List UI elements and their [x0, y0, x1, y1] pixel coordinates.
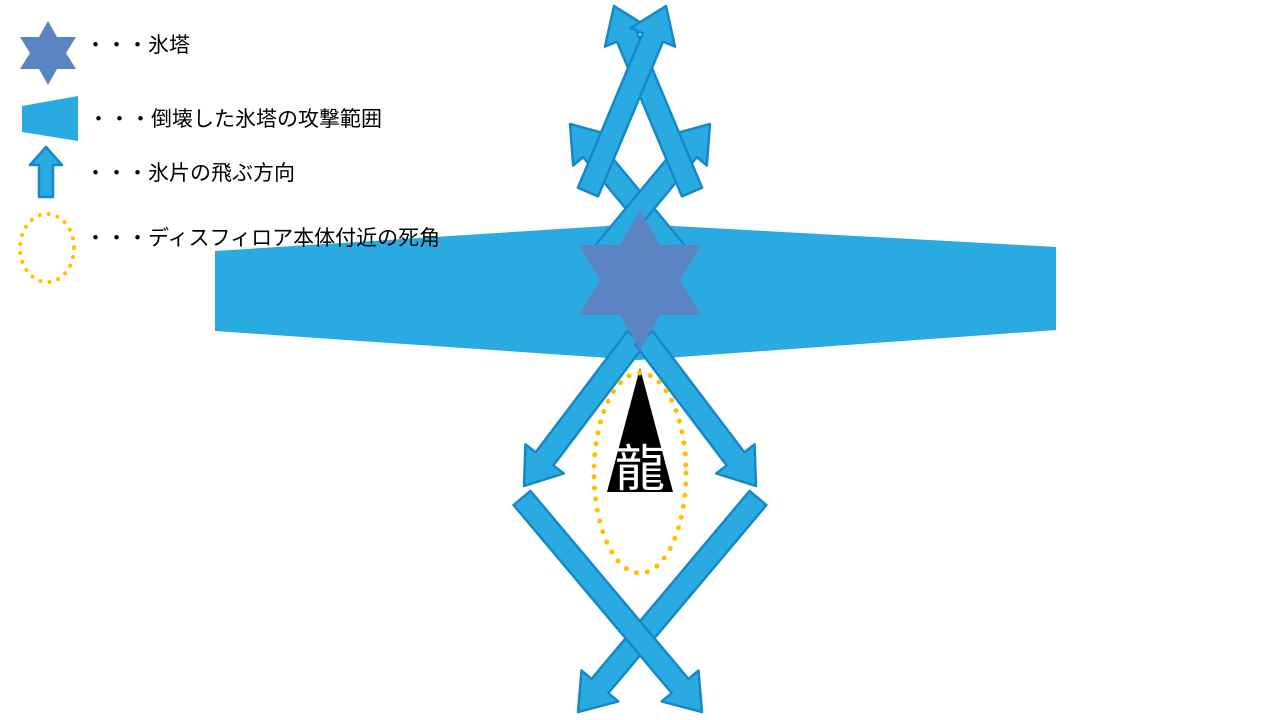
dragon-label: 龍 [615, 440, 665, 498]
shard-arrow-lower-outer-right [512, 489, 704, 714]
shard-arrow-lower-inner-right [633, 330, 758, 488]
blind-spot-icon [18, 212, 76, 284]
legend: ・・・氷塔 ・・・倒壊した氷塔の攻撃範囲 ・・・氷片の飛ぶ方向 ・・・ディスフィ… [18, 21, 440, 284]
legend-label-attack-range: ・・・倒壊した氷塔の攻撃範囲 [88, 107, 382, 131]
dragon-marker [607, 368, 673, 492]
shard-arrow-lower-inner-left [522, 330, 647, 488]
shard-arrow-icon [28, 145, 64, 199]
blind-spot-ellipse [591, 370, 689, 576]
shard-arrow-upper-outer-right [576, 4, 677, 198]
legend-label-ice-tower: ・・・氷塔 [85, 33, 190, 57]
shard-arrow-lower-outer-left [576, 489, 768, 714]
legend-label-blind-spot: ・・・ディスフィロア本体付近の死角 [85, 226, 440, 250]
ice-tower-star-icon [20, 21, 76, 85]
ice-tower-star [579, 210, 701, 350]
legend-label-shard-direction: ・・・氷片の飛ぶ方向 [85, 161, 295, 185]
collapsed-range-icon [22, 96, 78, 141]
